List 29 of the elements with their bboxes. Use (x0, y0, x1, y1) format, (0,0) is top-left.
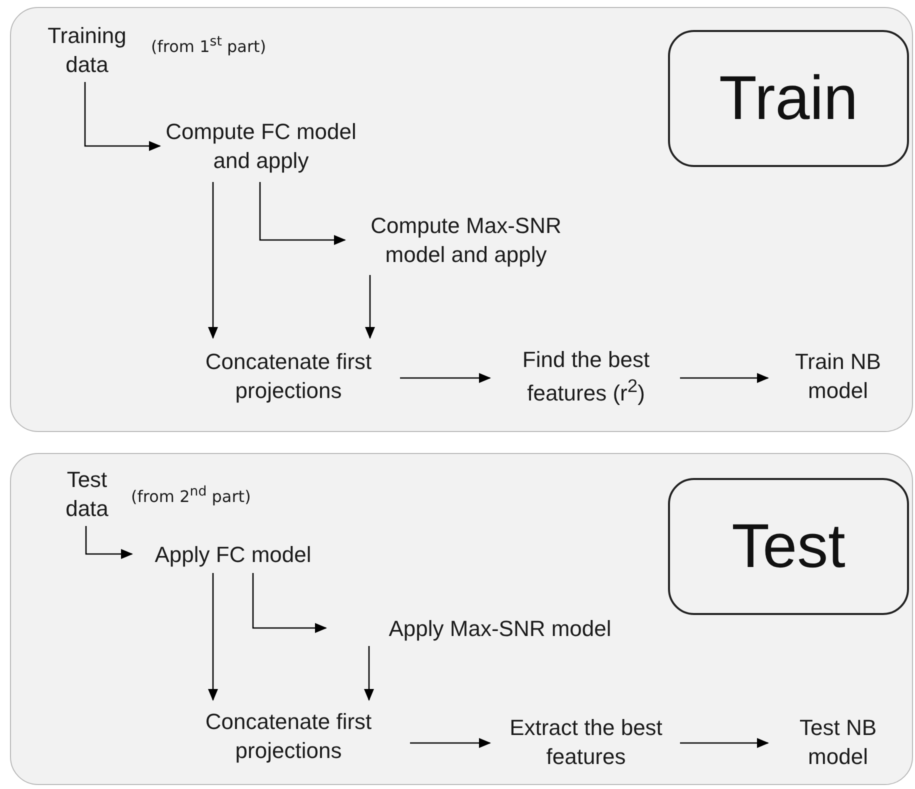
step-label: Training data (31, 19, 143, 83)
arrow (410, 738, 491, 748)
step-label: Find the best features (r$^{2}$) (491, 339, 681, 415)
arrow (84, 82, 161, 151)
source-note: (from 2$^{nd}$ part) (131, 485, 251, 506)
step-label: Test NB model (769, 707, 907, 779)
arrow (208, 182, 218, 339)
step-label: Test data (51, 463, 123, 527)
step-label: Concatenate first projections (176, 339, 401, 415)
step-label: Apply FC model (133, 536, 333, 574)
arrow (365, 275, 375, 339)
step-label: Compute FC model and apply (161, 111, 361, 183)
arrow (252, 573, 327, 633)
arrow (259, 182, 346, 245)
stage-title-box: Test (668, 478, 909, 615)
arrow (208, 573, 218, 701)
step-label: Compute Max-SNR model and apply (346, 206, 586, 276)
arrow (85, 526, 133, 559)
stage-panel (10, 7, 913, 432)
arrow (400, 373, 491, 383)
arrow (364, 646, 374, 701)
stage-title-box: Train (668, 30, 909, 167)
arrow (680, 373, 769, 383)
arrow (680, 738, 769, 748)
step-label: Extract the best features (491, 707, 681, 779)
stage-panel (10, 453, 913, 785)
step-label: Concatenate first projections (166, 701, 411, 773)
step-label: Train NB model (769, 339, 907, 415)
source-note: (from 1$^{st}$ part) (151, 35, 266, 56)
